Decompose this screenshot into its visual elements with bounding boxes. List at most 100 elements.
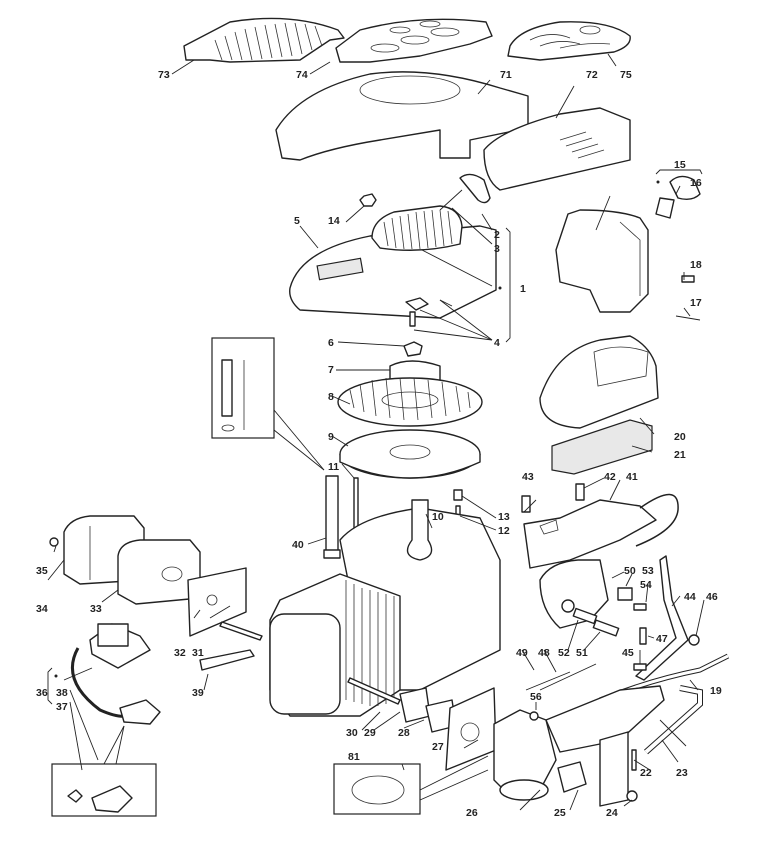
part-56-spring[interactable] — [529, 711, 539, 721]
label-32: 32 — [174, 647, 186, 659]
label-20: 20 — [674, 431, 686, 443]
part-54-screw[interactable] — [633, 603, 647, 611]
part-42-screw[interactable] — [575, 483, 585, 501]
label-16: 16 — [690, 177, 702, 189]
label-28: 28 — [398, 727, 410, 739]
bracket-group-15 — [655, 169, 703, 184]
part-43-screw[interactable] — [521, 495, 531, 513]
label-51: 51 — [576, 647, 588, 659]
gasket-kit-inset — [333, 755, 489, 815]
part-71-engine-cover[interactable] — [275, 71, 529, 161]
part-75-top-grille[interactable] — [507, 21, 631, 61]
part-25-gasket[interactable] — [557, 761, 587, 793]
part-51-screw[interactable] — [592, 619, 620, 637]
part-32-muffler-gasket[interactable] — [187, 567, 247, 637]
label-23: 23 — [676, 767, 688, 779]
part-8-fan[interactable] — [337, 377, 483, 427]
part-46-nut[interactable] — [688, 634, 700, 646]
part-33-muffler[interactable] — [117, 539, 201, 605]
part-5-blower-housing[interactable] — [289, 225, 497, 319]
part-35-nut[interactable] — [49, 537, 59, 547]
part-13-spacer[interactable] — [453, 489, 463, 501]
part-29-gasket[interactable] — [399, 687, 431, 723]
part-21-air-filter-element[interactable] — [551, 419, 653, 475]
label-52: 52 — [558, 647, 570, 659]
leader-lines — [47, 53, 705, 811]
label-14: 14 — [328, 215, 340, 227]
label-26: 26 — [466, 807, 478, 819]
label-10: 10 — [432, 511, 444, 523]
label-11: 11 — [328, 461, 339, 473]
label-13: 13 — [498, 511, 510, 523]
label-29: 29 — [364, 727, 376, 739]
part-1-recoil-starter[interactable] — [371, 205, 463, 251]
intake-manifold[interactable] — [545, 685, 665, 807]
part-26-carburetor[interactable] — [493, 709, 557, 801]
part-31-stud[interactable] — [219, 621, 263, 641]
label-39: 39 — [192, 687, 204, 699]
label-71: 71 — [500, 69, 512, 81]
part-52-spacer[interactable] — [572, 607, 598, 625]
label-3: 3 — [494, 243, 500, 255]
part-18-screw[interactable] — [681, 275, 695, 283]
part-36-ignition-coil[interactable] — [70, 623, 161, 725]
part-44-governor-lever[interactable] — [635, 555, 689, 681]
dipstick-detail-inset — [211, 337, 325, 471]
label-40: 40 — [292, 539, 304, 551]
label-36: 36 — [36, 687, 48, 699]
bracket-group-36 — [47, 667, 58, 705]
part-17-pin[interactable] — [675, 315, 701, 321]
part-2-starter-handle[interactable] — [439, 173, 491, 211]
label-74: 74 — [296, 69, 308, 81]
label-22: 22 — [640, 767, 652, 779]
part-27-insulator-plate[interactable] — [445, 687, 497, 771]
part-47-governor-spring[interactable] — [639, 627, 647, 645]
label-9: 9 — [328, 431, 334, 443]
part-41-control-bracket[interactable] — [523, 493, 679, 569]
label-35: 35 — [36, 565, 48, 577]
part-15-fuel-tank[interactable] — [555, 209, 649, 313]
label-44: 44 — [684, 591, 696, 603]
label-30: 30 — [346, 727, 358, 739]
label-43: 43 — [522, 471, 534, 483]
label-72: 72 — [586, 69, 598, 81]
part-53-cable-clamp[interactable] — [617, 587, 633, 601]
part-48-throttle-link[interactable] — [539, 663, 597, 691]
label-19: 19 — [710, 685, 722, 697]
part-20-air-filter-cover[interactable] — [539, 335, 659, 429]
label-24: 24 — [606, 807, 618, 819]
label-47: 47 — [656, 633, 668, 645]
engine-block[interactable] — [269, 499, 501, 717]
part-73-top-grille[interactable] — [183, 17, 345, 63]
label-73: 73 — [158, 69, 170, 81]
label-45: 45 — [622, 647, 634, 659]
part-74-top-grille[interactable] — [335, 18, 493, 63]
part-72-side-cover[interactable] — [483, 107, 631, 191]
part-14-nut[interactable] — [359, 193, 377, 207]
label-37: 37 — [56, 701, 68, 713]
label-81: 81 — [348, 751, 360, 763]
label-56: 56 — [530, 691, 542, 703]
part-16-fuel-cap[interactable] — [655, 175, 701, 219]
label-48: 48 — [538, 647, 550, 659]
part-50-throttle-control[interactable] — [539, 559, 609, 629]
part-6-flywheel-nut[interactable] — [403, 341, 423, 357]
part-9-flywheel[interactable] — [339, 429, 481, 479]
label-34: 34 — [36, 603, 48, 615]
part-40-dipstick-tube[interactable] — [323, 475, 341, 559]
part-24-nut[interactable] — [626, 790, 638, 802]
label-41: 41 — [626, 471, 638, 483]
part-4-pawl-kit[interactable] — [405, 297, 453, 327]
part-45-clamp-bolt[interactable] — [633, 663, 647, 671]
part-39-spark-plug[interactable] — [199, 649, 255, 671]
label-8: 8 — [328, 391, 334, 403]
part-23-breather-hose[interactable] — [644, 685, 703, 755]
label-53: 53 — [642, 565, 654, 577]
label-1: 1 — [520, 283, 526, 295]
label-7: 7 — [328, 364, 334, 376]
part-49-choke-link[interactable] — [525, 671, 571, 691]
label-2: 2 — [494, 229, 500, 241]
part-30-stud[interactable] — [347, 677, 401, 705]
label-54: 54 — [640, 579, 652, 591]
